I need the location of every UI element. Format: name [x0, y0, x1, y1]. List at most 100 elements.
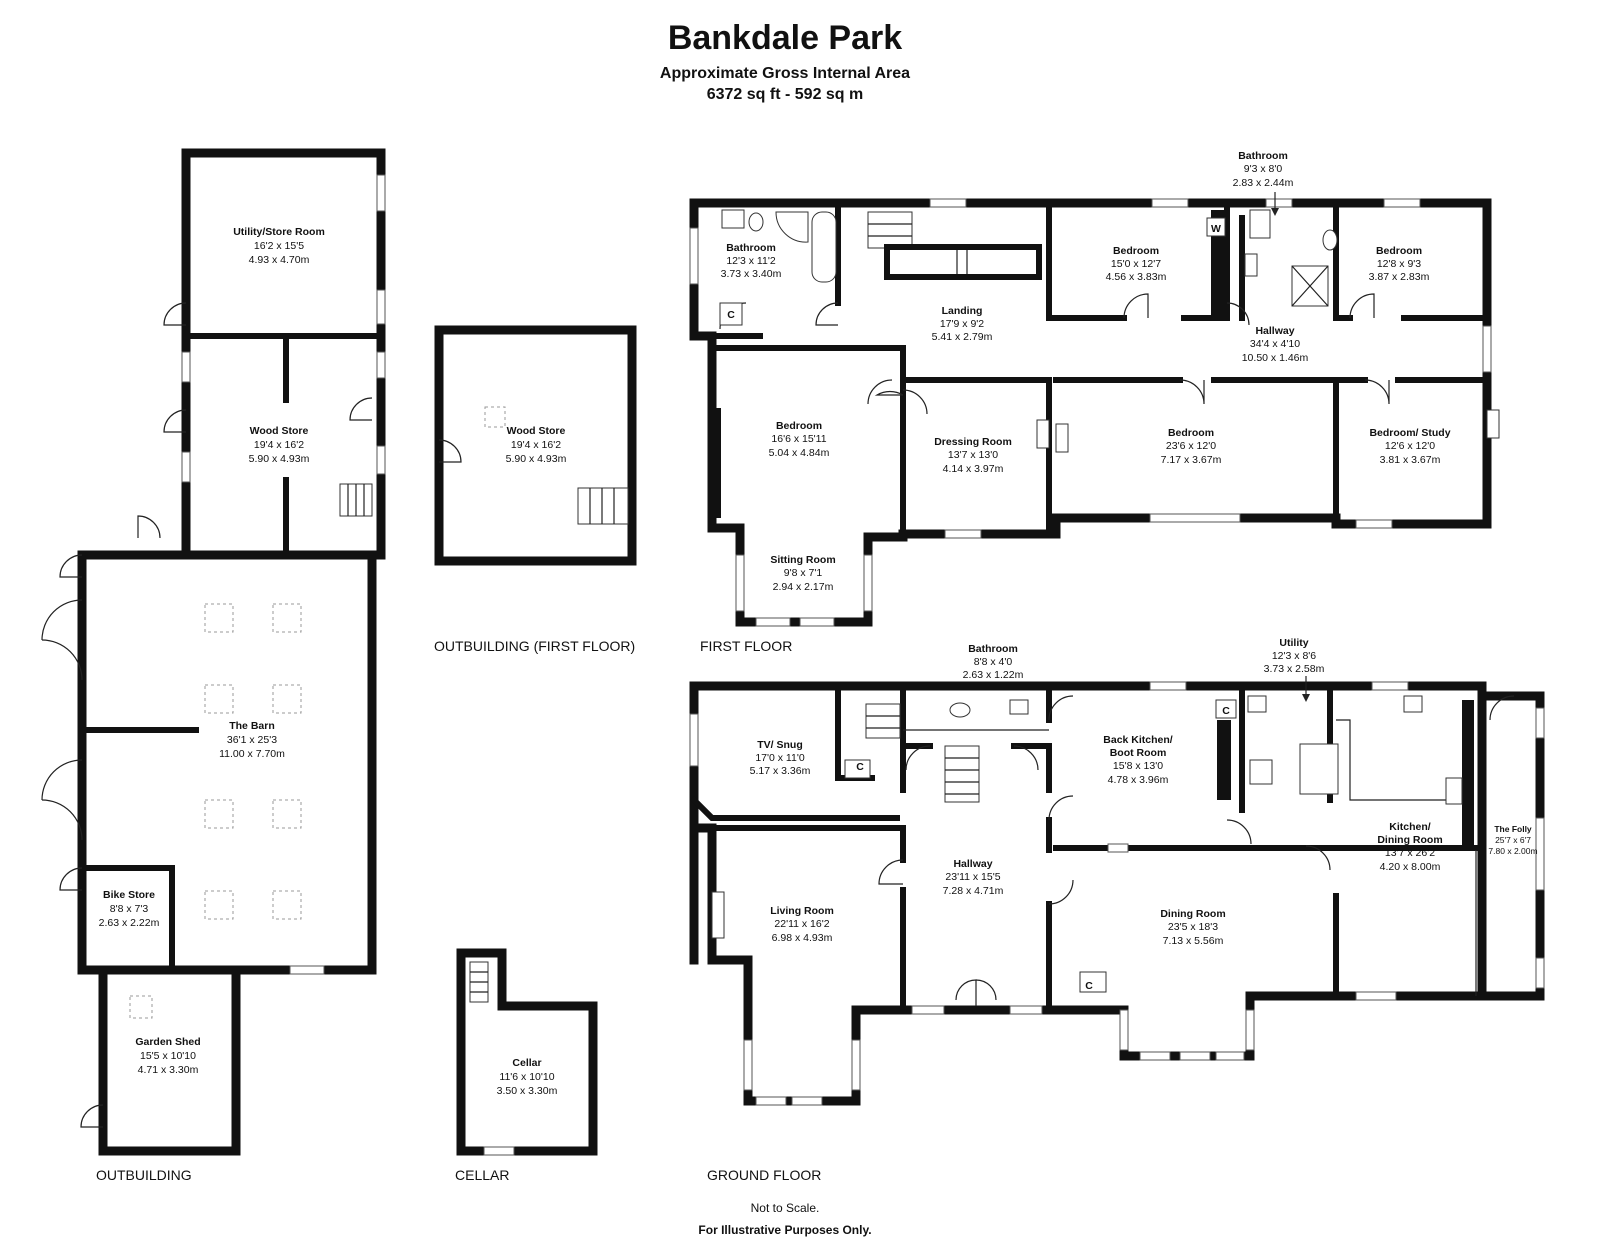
room-label: Bathroom [726, 242, 776, 254]
room-dims-imperial: 34'4 x 4'10 [1250, 338, 1300, 350]
room-dims-imperial: 9'8 x 7'1 [784, 567, 823, 579]
room-dims-metric: 7.17 x 3.67m [1161, 454, 1222, 466]
page-title: Bankdale Park [668, 19, 902, 57]
room-dims-metric: 7.28 x 4.71m [943, 885, 1004, 897]
room-dims-metric: 2.63 x 1.22m [963, 669, 1024, 681]
room-label: Bedroom [1376, 245, 1422, 257]
room-label: Utility [1279, 637, 1308, 649]
room-dims-metric: 7.13 x 5.56m [1163, 935, 1224, 947]
room-dims-metric: 3.50 x 3.30m [497, 1085, 558, 1097]
room-label: Kitchen/ [1389, 821, 1431, 833]
room-label: Bathroom [1238, 150, 1288, 162]
room-label: Landing [942, 305, 983, 317]
room-dims-metric: 5.04 x 4.84m [769, 447, 830, 459]
room-label: Dressing Room [934, 436, 1012, 448]
room-label: Garden Shed [135, 1036, 200, 1048]
room-dims-imperial: 13'7 x 26'2 [1385, 847, 1435, 859]
room-dims-metric: 3.87 x 2.83m [1369, 271, 1430, 283]
room-dims-metric: 2.94 x 2.17m [773, 581, 834, 593]
floor-label-cellar: CELLAR [455, 1167, 509, 1183]
room-dims-imperial: 15'0 x 12'7 [1111, 258, 1161, 270]
first-floor-plan: C W Bathroom 12'3 x 11'2 3.73 x 3.40m La… [689, 150, 1500, 654]
room-dims-imperial: 19'4 x 16'2 [511, 439, 561, 451]
room-label: Bedroom [776, 420, 822, 432]
room-label: Dining Room [1377, 834, 1442, 846]
floor-label-outbuilding-first: OUTBUILDING (FIRST FLOOR) [434, 638, 635, 654]
room-label: Hallway [953, 858, 992, 870]
room-dims-imperial: 12'3 x 11'2 [726, 255, 776, 267]
room-dims-metric: 5.41 x 2.79m [932, 331, 993, 343]
room-dims-imperial: 22'11 x 16'2 [774, 918, 829, 930]
wardrobe-marker: W [1211, 223, 1221, 235]
room-label: Bedroom/ Study [1369, 427, 1450, 439]
room-dims-metric: 5.90 x 4.93m [249, 453, 310, 465]
room-label: Sitting Room [770, 554, 835, 566]
room-dims-imperial: 8'8 x 7'3 [110, 903, 149, 915]
room-label: Bedroom [1113, 245, 1159, 257]
outbuilding-plan: Utility/Store Room 16'2 x 15'5 4.93 x 4.… [41, 148, 386, 1183]
floor-label-ground: GROUND FLOOR [707, 1167, 821, 1183]
room-dims-imperial: 36'1 x 25'3 [227, 734, 277, 746]
room-dims-imperial: 16'2 x 15'5 [254, 240, 304, 252]
room-dims-imperial: 23'6 x 12'0 [1166, 440, 1216, 452]
room-dims-imperial: 8'8 x 4'0 [974, 656, 1013, 668]
room-label: Utility/Store Room [233, 226, 325, 238]
room-label: Bathroom [968, 643, 1018, 655]
room-dims-metric: 4.71 x 3.30m [138, 1064, 199, 1076]
room-dims-imperial: 16'6 x 15'11 [771, 433, 826, 445]
room-dims-imperial: 12'3 x 8'6 [1272, 650, 1316, 662]
room-label: TV/ Snug [757, 739, 803, 751]
room-dims-metric: 7.80 x 2.00m [1488, 846, 1537, 856]
room-label: Cellar [512, 1057, 541, 1069]
room-dims-metric: 3.81 x 3.67m [1380, 454, 1441, 466]
room-dims-metric: 6.98 x 4.93m [772, 932, 833, 944]
room-dims-metric: 11.00 x 7.70m [219, 748, 285, 760]
room-label: Boot Room [1110, 747, 1167, 759]
room-dims-metric: 4.78 x 3.96m [1108, 774, 1169, 786]
room-dims-metric: 2.83 x 2.44m [1233, 177, 1294, 189]
room-dims-imperial: 12'8 x 9'3 [1377, 258, 1421, 270]
room-dims-metric: 5.90 x 4.93m [506, 453, 567, 465]
room-dims-imperial: 17'0 x 11'0 [755, 752, 805, 764]
room-dims-metric: 3.73 x 2.58m [1264, 663, 1325, 675]
outbuilding-first-floor-plan: Wood Store 19'4 x 16'2 5.90 x 4.93m OUTB… [434, 325, 637, 654]
room-dims-imperial: 9'3 x 8'0 [1244, 163, 1283, 175]
room-dims-imperial: 15'5 x 10'10 [140, 1050, 196, 1062]
room-dims-imperial: 12'6 x 12'0 [1385, 440, 1435, 452]
room-dims-imperial: 19'4 x 16'2 [254, 439, 304, 451]
ground-floor-plan: C C C Bathroom 8'8 x 4'0 2.63 x 1.22m Ut… [689, 637, 1545, 1183]
room-label: Bike Store [103, 889, 155, 901]
room-label: The Barn [229, 720, 275, 732]
room-dims-imperial: 17'9 x 9'2 [940, 318, 984, 330]
footer-not-to-scale: Not to Scale. [751, 1201, 820, 1215]
footer-illustrative: For Illustrative Purposes Only. [698, 1223, 871, 1237]
room-dims-metric: 2.63 x 2.22m [99, 917, 160, 929]
room-dims-metric: 3.73 x 3.40m [721, 268, 782, 280]
room-dims-metric: 5.17 x 3.36m [750, 765, 811, 777]
room-label: Back Kitchen/ [1103, 734, 1173, 746]
room-dims-imperial: 23'5 x 18'3 [1168, 921, 1218, 933]
room-dims-metric: 4.14 x 3.97m [943, 463, 1004, 475]
cupboard-marker: C [856, 761, 864, 773]
room-dims-metric: 4.56 x 3.83m [1106, 271, 1167, 283]
cupboard-marker: C [1222, 705, 1230, 717]
room-label: Dining Room [1160, 908, 1225, 920]
room-label: The Folly [1494, 824, 1532, 834]
room-dims-imperial: 25'7 x 6'7 [1495, 835, 1531, 845]
floor-label-outbuilding: OUTBUILDING [96, 1167, 192, 1183]
cellar-plan: Cellar 11'6 x 10'10 3.50 x 3.30m CELLAR [455, 948, 598, 1183]
page-subtitle: Approximate Gross Internal Area [660, 65, 910, 82]
room-dims-imperial: 23'11 x 15'5 [945, 871, 1000, 883]
room-label: Wood Store [507, 425, 566, 437]
room-label: Bedroom [1168, 427, 1214, 439]
room-label: Living Room [770, 905, 834, 917]
room-dims-imperial: 15'8 x 13'0 [1113, 760, 1163, 772]
total-area: 6372 sq ft - 592 sq m [707, 86, 864, 103]
cupboard-marker: C [727, 309, 735, 321]
room-dims-imperial: 11'6 x 10'10 [499, 1071, 554, 1083]
room-dims-metric: 4.20 x 8.00m [1380, 861, 1441, 873]
room-label: Hallway [1255, 325, 1294, 337]
cupboard-marker: C [1085, 980, 1093, 992]
room-label: Wood Store [250, 425, 309, 437]
